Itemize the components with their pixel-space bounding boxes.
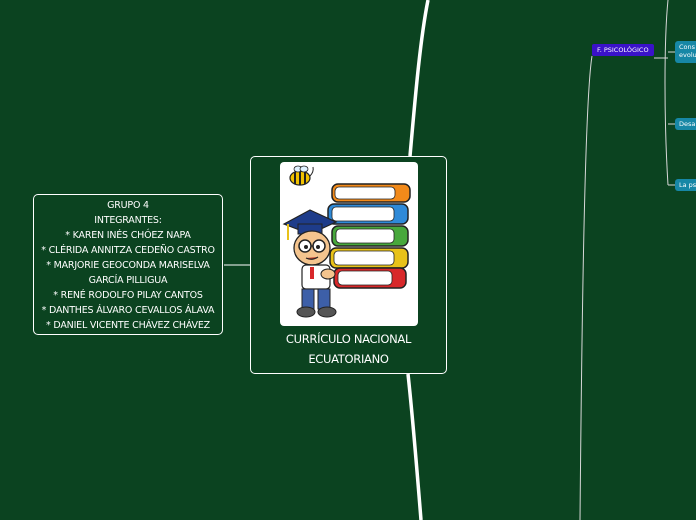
- group-line: * KAREN INÉS CHÓEZ NAPA: [65, 230, 191, 241]
- book-stack: [327, 183, 411, 289]
- student-head: [293, 230, 331, 266]
- subtopic-text: La ps: [679, 181, 696, 189]
- connector-subtopics: [664, 0, 675, 186]
- group-line: INTEGRANTES:: [94, 215, 162, 226]
- subtopic-text: evolu: [679, 51, 696, 59]
- branch-psicologico-node[interactable]: F. PSICOLÓGICO: [592, 44, 654, 56]
- group-line: * DANTHES ÁLVARO CEVALLOS ÁLAVA: [41, 305, 215, 316]
- central-topic-node[interactable]: CURRÍCULO NACIONAL ECUATORIANO: [250, 156, 447, 374]
- subtopic-text: Desa: [679, 120, 696, 128]
- central-topic-title-line2: ECUATORIANO: [308, 352, 389, 366]
- group-members-node[interactable]: GRUPO 4 INTEGRANTES: * KAREN INÉS CHÓEZ …: [33, 194, 223, 335]
- subtopic-text: Cons: [679, 43, 696, 51]
- bee-icon: [289, 165, 314, 186]
- subtopic-node-1[interactable]: Cons evolu: [675, 41, 696, 63]
- group-line: * RENÉ RODOLFO PILAY CANTOS: [53, 290, 203, 301]
- group-line: GARCÍA PILLIGUA: [88, 275, 168, 286]
- subtopic-node-3[interactable]: La ps: [675, 179, 696, 191]
- connector-branch-left: [579, 55, 593, 520]
- central-topic-title-line1: CURRÍCULO NACIONAL: [285, 332, 412, 346]
- group-line: * CLÉRIDA ANNITZA CEDEÑO CASTRO: [41, 245, 215, 256]
- student-body: [296, 264, 337, 318]
- group-line: GRUPO 4: [107, 200, 149, 211]
- connector-center-top: [408, 0, 430, 157]
- central-topic-title: CURRÍCULO NACIONAL ECUATORIANO: [251, 329, 446, 369]
- connector-center-bottom: [406, 373, 423, 520]
- group-line: * DANIEL VICENTE CHÁVEZ CHÁVEZ: [46, 320, 210, 331]
- subtopic-node-2[interactable]: Desa: [675, 118, 696, 130]
- group-line: * MARJORIE GEOCONDA MARISELVA: [46, 260, 210, 271]
- student-books-illustration: [280, 162, 418, 326]
- graduation-cap: [282, 209, 338, 240]
